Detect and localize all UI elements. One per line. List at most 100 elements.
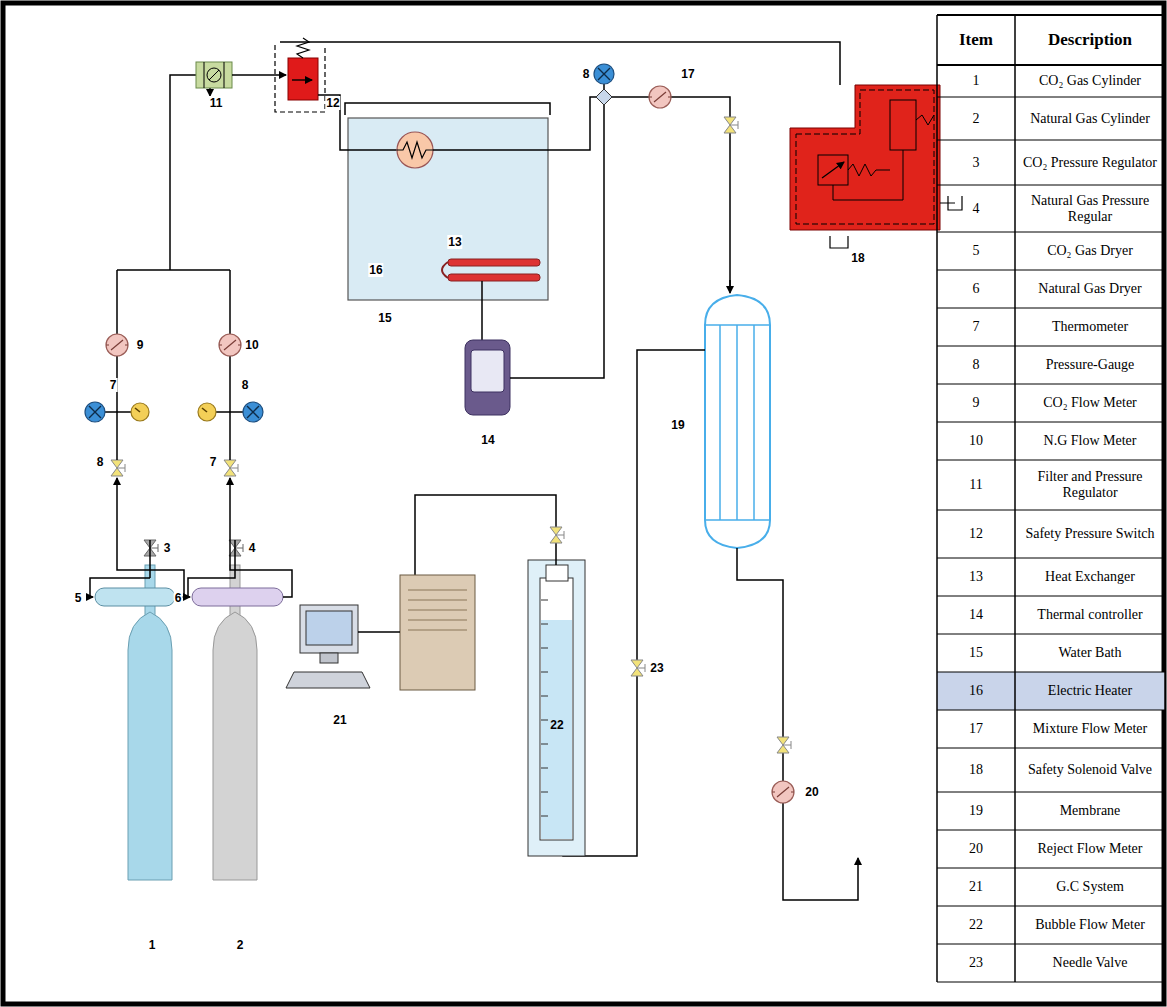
table-rule xyxy=(937,510,1165,511)
table-rule xyxy=(937,710,1165,711)
callout-number: 21 xyxy=(332,713,347,727)
scale-tick xyxy=(541,816,548,817)
callout-number: 11 xyxy=(209,96,224,110)
table-item: 2 xyxy=(938,98,1014,139)
table-description: Natural Gas Cylinder xyxy=(1016,98,1164,139)
table-item: 9 xyxy=(938,385,1014,421)
callout-number: 20 xyxy=(804,785,819,799)
table-description: G.C System xyxy=(1016,869,1164,905)
table-description: Mixture Flow Meter xyxy=(1016,711,1164,747)
table-item: 19 xyxy=(938,793,1014,829)
table-description: Pressure-Gauge xyxy=(1016,347,1164,383)
table-item: 20 xyxy=(938,831,1014,867)
table-description: Filter and Pressure Regulator xyxy=(1016,461,1164,509)
callout-number: 5 xyxy=(74,591,83,605)
table-description: CO₂ Gas Dryer xyxy=(1016,233,1164,269)
table-description: CO₂ Flow Meter xyxy=(1016,385,1164,421)
table-item: 17 xyxy=(938,711,1014,747)
row-highlight xyxy=(937,672,1165,710)
table-rule xyxy=(936,15,938,982)
table-rule xyxy=(937,14,1165,16)
table-description: Reject Flow Meter xyxy=(1016,831,1164,867)
callout-number: 23 xyxy=(649,661,664,675)
table-rule xyxy=(937,185,1165,186)
table-rule xyxy=(937,982,1165,983)
table-item: 15 xyxy=(938,635,1014,671)
table-rule xyxy=(1164,15,1166,982)
callout-number: 8 xyxy=(582,67,591,81)
callout-number: 4 xyxy=(248,541,257,555)
callout-number: 3 xyxy=(163,541,172,555)
callout-number: 19 xyxy=(670,418,685,432)
callout-number: 22 xyxy=(549,718,564,732)
table-rule xyxy=(937,944,1165,945)
callout-number: 6 xyxy=(174,591,183,605)
table-item: 14 xyxy=(938,597,1014,633)
callout-number: 8 xyxy=(241,378,250,392)
table-description: Natural Gas Pressure Regular xyxy=(1016,186,1164,231)
table-rule xyxy=(937,346,1165,347)
table-description: Water Bath xyxy=(1016,635,1164,671)
callout-number: 10 xyxy=(244,338,259,352)
table-item: 22 xyxy=(938,907,1014,943)
table-rule xyxy=(937,672,1165,673)
scale-tick xyxy=(541,720,548,721)
table-description: CO₂ Pressure Regulator xyxy=(1016,141,1164,184)
table-rule xyxy=(937,270,1165,271)
table-item: 13 xyxy=(938,559,1014,595)
table-rule xyxy=(937,308,1165,309)
table-item: 1 xyxy=(938,66,1014,96)
table-rule xyxy=(937,634,1165,635)
table-rule xyxy=(1014,15,1016,982)
callout-number: 7 xyxy=(209,455,218,469)
scale-tick xyxy=(541,600,548,601)
table-description: Needle Valve xyxy=(1016,945,1164,981)
table-description: Thermometer xyxy=(1016,309,1164,345)
scale-tick xyxy=(541,792,548,793)
table-item: 12 xyxy=(938,511,1014,557)
callout-number: 16 xyxy=(368,263,383,277)
table-rule xyxy=(937,97,1165,98)
table-description: Safety Pressure Switch xyxy=(1016,511,1164,557)
table-item: 3 xyxy=(938,141,1014,184)
table-rule xyxy=(937,868,1165,869)
table-item: 18 xyxy=(938,749,1014,791)
table-rule xyxy=(937,906,1165,907)
table-item: 6 xyxy=(938,271,1014,307)
table-header: Description xyxy=(1016,16,1164,64)
table-rule xyxy=(937,232,1165,233)
table-description: Heat Exchanger xyxy=(1016,559,1164,595)
callout-number: 1 xyxy=(148,938,157,952)
table-description: CO₂ Gas Cylinder xyxy=(1016,66,1164,96)
table-description: Bubble Flow Meter xyxy=(1016,907,1164,943)
table-item: 10 xyxy=(938,423,1014,459)
table-item: 7 xyxy=(938,309,1014,345)
scale-tick xyxy=(541,672,548,673)
table-rule xyxy=(937,830,1165,831)
scale-tick xyxy=(541,696,548,697)
table-rule xyxy=(937,558,1165,559)
callout-number: 14 xyxy=(480,433,495,447)
table-item: 23 xyxy=(938,945,1014,981)
callout-number: 7 xyxy=(109,378,118,392)
table-description: Safety Solenoid Valve xyxy=(1016,749,1164,791)
callout-number: 12 xyxy=(325,96,340,110)
callout-number: 8 xyxy=(96,455,105,469)
table-header: Item xyxy=(938,16,1014,64)
table-item: 11 xyxy=(938,461,1014,509)
table-rule xyxy=(937,140,1165,141)
table-item: 16 xyxy=(938,673,1014,709)
callout-number: 2 xyxy=(236,938,245,952)
table-rule xyxy=(937,596,1165,597)
table-rule xyxy=(937,460,1165,461)
table-description: Natural Gas Dryer xyxy=(1016,271,1164,307)
table-item: 8 xyxy=(938,347,1014,383)
table-item: 21 xyxy=(938,869,1014,905)
scale-tick xyxy=(541,744,548,745)
callout-number: 9 xyxy=(136,338,145,352)
table-rule xyxy=(937,422,1165,423)
scale-tick xyxy=(541,768,548,769)
